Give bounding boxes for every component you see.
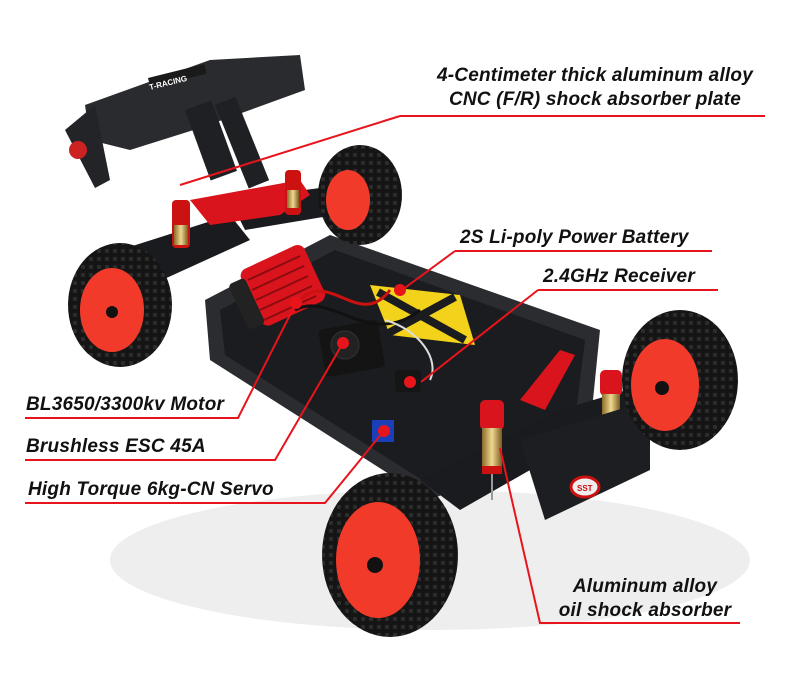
callout-dot-esc <box>337 337 349 349</box>
wire <box>294 304 421 326</box>
label-oil-shock: Aluminum alloy oil shock absorber <box>545 575 745 623</box>
front-bumper: SST <box>520 400 650 520</box>
rear-shock-plate <box>172 170 310 248</box>
front-shocks <box>480 350 622 500</box>
callout-dot-motor <box>290 297 302 309</box>
callout-dot-battery <box>394 284 406 296</box>
label-esc-text: Brushless ESC 45A <box>26 436 206 457</box>
label-battery-text: 2S Li-poly Power Battery <box>460 227 689 248</box>
callout-line-motor <box>25 304 296 419</box>
wheel-rear-left <box>68 243 172 367</box>
label-oil-shock-line1: Aluminum alloy <box>572 576 718 597</box>
label-esc: Brushless ESC 45A <box>26 435 206 459</box>
label-receiver: 2.4GHz Receiver <box>543 265 695 289</box>
callout-line-servo <box>25 431 384 504</box>
label-servo: High Torque 6kg-CN Servo <box>28 478 274 502</box>
wheel-front-right <box>622 310 738 450</box>
battery-pack <box>370 285 475 345</box>
callout-line-esc <box>25 342 344 461</box>
label-shock-plate-line1: 4-Centimeter thick aluminum alloy <box>437 65 753 86</box>
label-oil-shock-line2: oil shock absorber <box>558 600 732 621</box>
label-receiver-text: 2.4GHz Receiver <box>543 266 695 287</box>
motor <box>229 245 326 329</box>
wheel-rear-right <box>318 145 402 245</box>
label-motor-text: BL3650/3300kv Motor <box>26 394 225 415</box>
label-motor: BL3650/3300kv Motor <box>26 393 224 417</box>
callout-lines <box>25 115 765 624</box>
label-shock-plate-line2: CNC (F/R) shock absorber plate <box>448 89 742 110</box>
label-servo-text: High Torque 6kg-CN Servo <box>28 479 274 500</box>
callout-dot-receiver <box>404 376 416 388</box>
callout-dot-servo <box>378 425 390 437</box>
label-shock-plate: 4-Centimeter thick aluminum alloy CNC (F… <box>420 64 770 112</box>
label-battery: 2S Li-poly Power Battery <box>460 226 689 250</box>
wheel-front-left <box>322 473 458 637</box>
svg-text:SST: SST <box>577 484 593 493</box>
wire <box>298 289 392 306</box>
callout-dots <box>290 284 416 437</box>
callout-line-oil-shock <box>499 447 740 624</box>
rear-wing: T-RACING <box>65 55 305 189</box>
